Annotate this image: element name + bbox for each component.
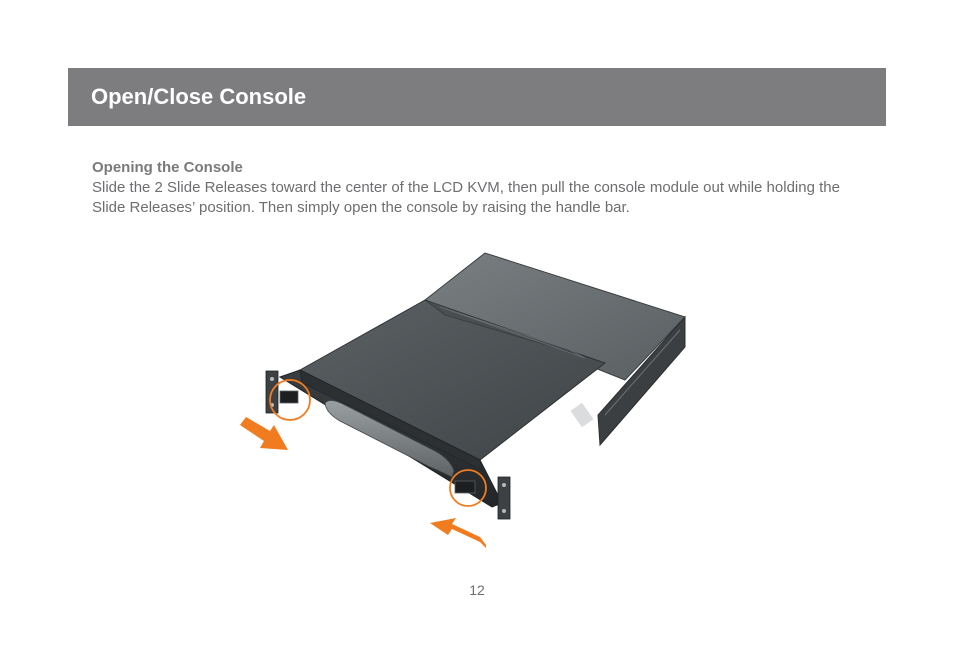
section-body: Slide the 2 Slide Releases toward the ce… bbox=[92, 179, 840, 216]
page-title: Open/Close Console bbox=[91, 84, 307, 109]
left-slide-release-circle bbox=[269, 379, 311, 421]
console-lid bbox=[298, 299, 607, 461]
chassis-housing bbox=[424, 252, 686, 447]
page-title-bar: Open/Close Console bbox=[68, 68, 886, 126]
right-slide-release-arrow-icon bbox=[430, 518, 486, 548]
handle-bar bbox=[324, 400, 455, 478]
right-slide-release-circle bbox=[449, 469, 487, 507]
instructions-section: Opening the Console Slide the 2 Slide Re… bbox=[92, 158, 852, 218]
left-slide-release-arrow-icon bbox=[240, 417, 288, 450]
page-number: 12 bbox=[469, 582, 485, 598]
section-heading: Opening the Console bbox=[92, 159, 243, 176]
slide-releases bbox=[279, 390, 476, 494]
kvm-console-illustration bbox=[230, 245, 700, 565]
